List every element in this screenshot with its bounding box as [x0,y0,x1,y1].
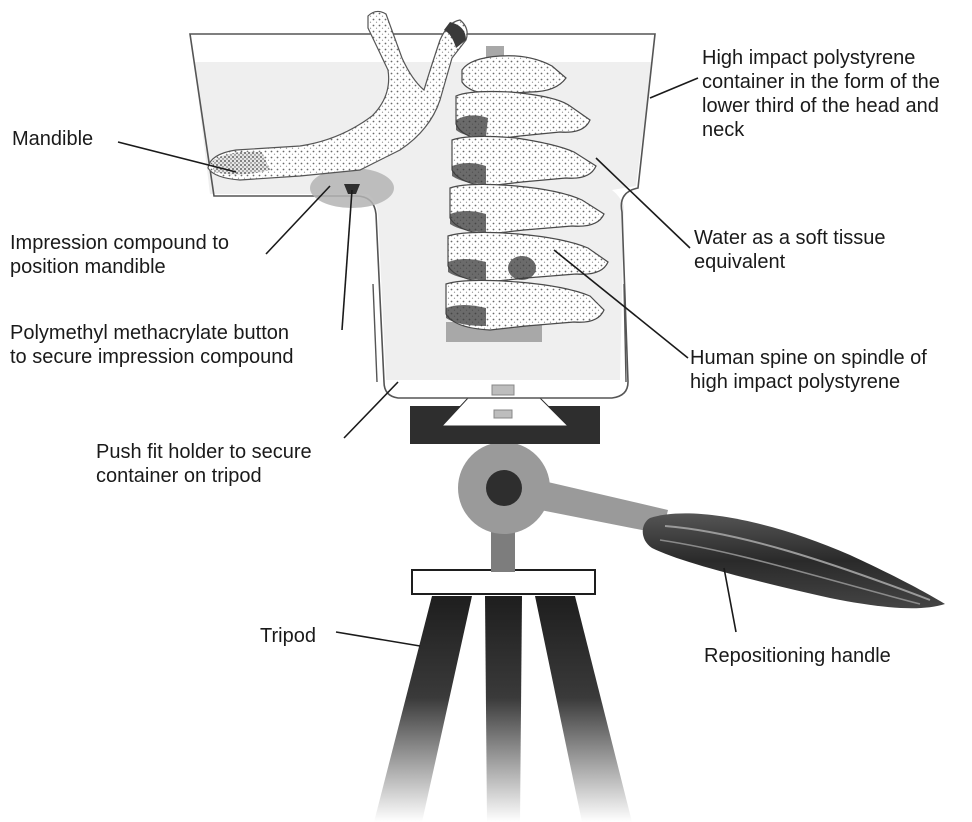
label-container: High impact polystyrene container in the… [702,47,945,141]
tripod-leg-right [535,596,632,822]
vertebra-c1 [462,56,566,94]
leader-tripod [336,632,420,646]
leader-container [650,78,698,98]
label-spine: Human spine on spindle of high impact po… [690,347,932,393]
label-impression-compound: Impression compound to position mandible [10,232,235,278]
label-repositioning-handle: Repositioning handle [704,645,891,667]
tripod-leg-center [485,596,522,822]
tripod-legs [374,596,632,822]
mount-bolt-top [492,385,514,395]
label-pmma-button: Polymethyl methacrylate button to secure… [10,322,295,368]
label-push-fit-holder: Push fit holder to secure container on t… [96,441,317,487]
leader-holder [344,382,398,438]
label-mandible: Mandible [12,128,93,150]
tripod-top-plate [412,570,595,594]
leader-button [342,190,352,330]
mount-bolt-bottom [494,410,512,418]
tripod-head-hub [486,470,522,506]
tripod-leg-left [374,596,472,822]
label-water: Water as a soft tissue equivalent [694,227,891,273]
leader-handle [724,568,736,632]
label-tripod: Tripod [260,625,316,647]
